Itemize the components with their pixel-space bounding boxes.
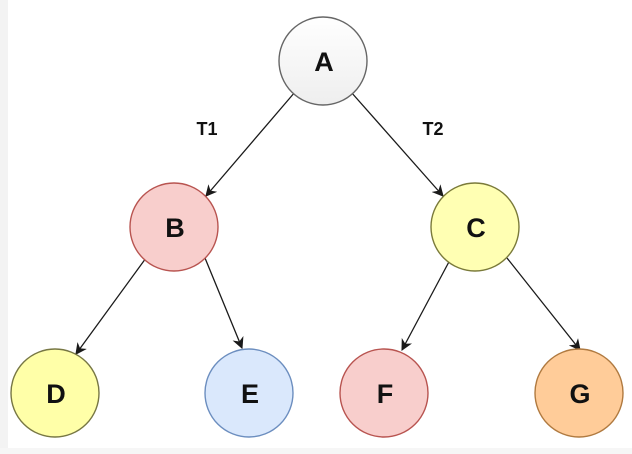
- node-a-circle: [278, 16, 368, 106]
- edge-a-b: [205, 91, 296, 197]
- edge-labels-layer: T1 T2: [196, 119, 443, 139]
- node-d[interactable]: D: [10, 348, 100, 438]
- node-e-label: E: [241, 379, 259, 409]
- edge-b-e: [204, 257, 244, 350]
- edge-label-t2: T2: [422, 119, 443, 139]
- edge-c-g: [506, 257, 581, 351]
- node-d-label: D: [46, 379, 66, 409]
- node-g-label: G: [569, 379, 590, 409]
- node-f[interactable]: F: [339, 348, 429, 438]
- node-g-circle: [534, 348, 624, 438]
- node-c-circle: [430, 182, 520, 272]
- node-d-circle: [10, 348, 100, 438]
- node-b-circle: [129, 182, 219, 272]
- node-c-label: C: [466, 213, 486, 243]
- node-a[interactable]: A: [278, 16, 368, 106]
- node-c[interactable]: C: [430, 182, 520, 272]
- node-b[interactable]: B: [129, 182, 219, 272]
- node-b-label: B: [165, 213, 185, 243]
- node-g[interactable]: G: [534, 348, 624, 438]
- node-f-circle: [339, 348, 429, 438]
- node-a-label: A: [314, 47, 334, 77]
- edges-layer: [75, 91, 581, 355]
- edge-c-f: [401, 257, 452, 352]
- edge-b-d: [75, 257, 147, 355]
- bottom-margin-strip: [0, 448, 632, 454]
- node-f-label: F: [377, 379, 394, 409]
- node-e-circle: [204, 348, 294, 438]
- edge-a-c: [350, 91, 444, 197]
- left-margin-strip: [0, 0, 8, 454]
- edge-label-t1: T1: [196, 119, 217, 139]
- node-e[interactable]: E: [204, 348, 294, 438]
